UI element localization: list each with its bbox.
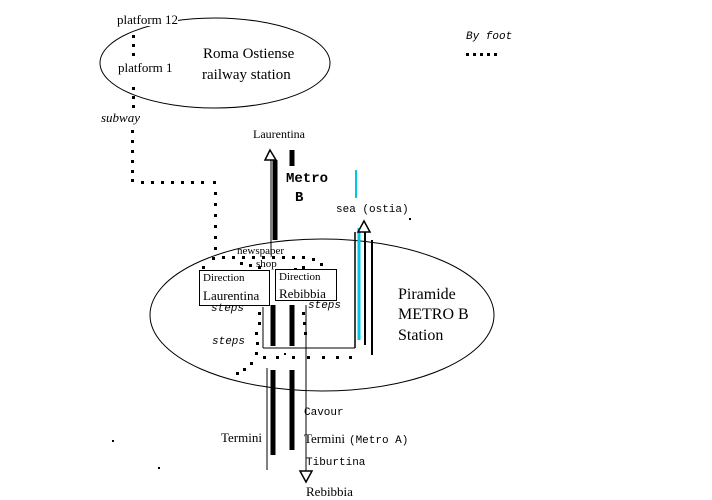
walking-path bbox=[112, 35, 411, 469]
subway-label: subway bbox=[101, 110, 140, 125]
ostiense-name-1: Roma Ostiense bbox=[203, 46, 295, 62]
termini-metro-a-label: Termini (Metro A) bbox=[304, 431, 408, 447]
arrow-sea bbox=[356, 219, 372, 233]
steps-lower-label: steps bbox=[212, 336, 246, 348]
platform-1-label: platform 1 bbox=[118, 60, 173, 75]
station-name-1: Piramide bbox=[398, 286, 456, 303]
arrow-rebibbia bbox=[298, 470, 314, 484]
direction-laurentina-label-1: Direction bbox=[203, 272, 245, 284]
laurentina-terminus: Laurentina bbox=[253, 127, 305, 141]
sea-ostia-label: sea (ostia) bbox=[336, 204, 409, 216]
steps-left-label: steps bbox=[211, 303, 245, 315]
station-name-3: Station bbox=[398, 327, 444, 344]
newspaper-shop-label-2: shop bbox=[256, 258, 277, 270]
platform-12-label: platform 12 bbox=[117, 12, 179, 27]
legend-dots bbox=[466, 53, 497, 56]
termini-label: Termini bbox=[304, 431, 345, 446]
ostiense-ellipse bbox=[99, 17, 331, 109]
arrow-laurentina bbox=[263, 148, 278, 161]
piramide-ellipse bbox=[149, 238, 495, 392]
termini-metro-a-suffix: (Metro A) bbox=[348, 435, 409, 447]
steps-right-label: steps bbox=[308, 300, 342, 312]
direction-laurentina-box bbox=[199, 270, 270, 306]
ostiense-name-2: railway station bbox=[202, 67, 291, 83]
direction-laurentina-label-2: Laurentina bbox=[203, 288, 260, 303]
tiburtina-label: Tiburtina bbox=[306, 457, 366, 469]
metro-b-label-2: B bbox=[295, 190, 304, 206]
legend-by-foot: By foot bbox=[466, 31, 513, 43]
rebibbia-terminus: Rebibbia bbox=[306, 484, 353, 499]
direction-rebibbia-label-1: Direction bbox=[279, 271, 321, 283]
station-name-2: METRO B bbox=[398, 306, 469, 323]
termini-left-label: Termini bbox=[221, 430, 262, 445]
newspaper-shop-label-1: newspaper bbox=[237, 245, 285, 257]
cavour-label: Cavour bbox=[304, 407, 344, 419]
direction-rebibbia-label-2: Rebibbia bbox=[279, 286, 326, 301]
direction-rebibbia-box bbox=[275, 269, 337, 301]
metro-b-label-1: Metro bbox=[286, 171, 329, 187]
